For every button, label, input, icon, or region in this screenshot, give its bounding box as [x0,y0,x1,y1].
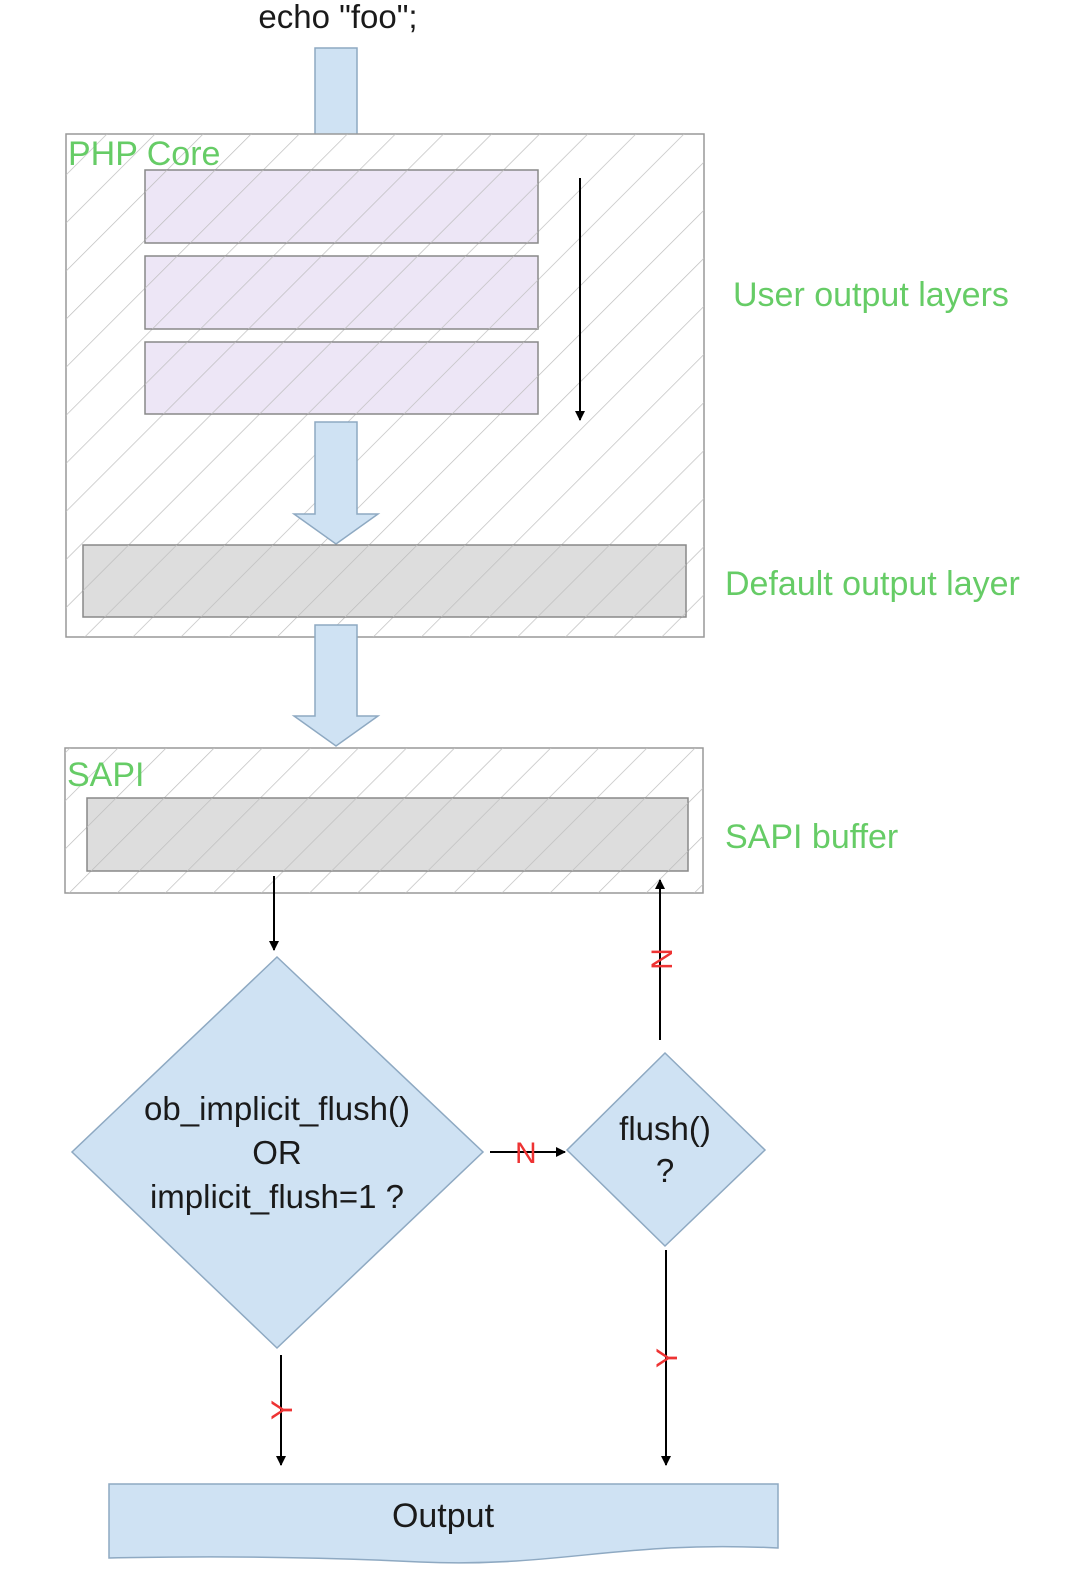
output-box [108,1483,779,1564]
sapi-buffer-hatch [87,798,688,871]
code-label: echo "foo"; [258,0,417,35]
edge-label-no-flush: N [646,948,679,970]
decision-main-line3: implicit_flush=1 ? [150,1178,404,1215]
edge-label-no: N [515,1137,537,1170]
php-core-title: PHP Core [68,135,220,173]
default-layer-hatch [83,545,686,617]
output-label: Output [392,1497,495,1535]
block-arrow-to-default [291,421,381,545]
sapi-buffer-label: SAPI buffer [725,818,898,856]
edge-label-yes: Y [266,1400,299,1420]
sapi-title: SAPI [67,756,144,794]
decision-flush [565,1051,767,1248]
decision-flush-line2: ? [656,1152,674,1189]
user-output-layers-label: User output layers [733,276,1009,314]
user-layers-hatch [145,170,538,414]
decision-implicit-flush [70,955,485,1350]
decision-main-line1: ob_implicit_flush() [144,1090,410,1127]
decision-flush-line1: flush() [619,1110,711,1147]
edge-label-yes-flush: Y [651,1348,684,1368]
block-arrow-to-sapi [291,624,381,747]
decision-main-line2: OR [252,1134,302,1171]
default-output-layer-label: Default output layer [725,565,1020,603]
